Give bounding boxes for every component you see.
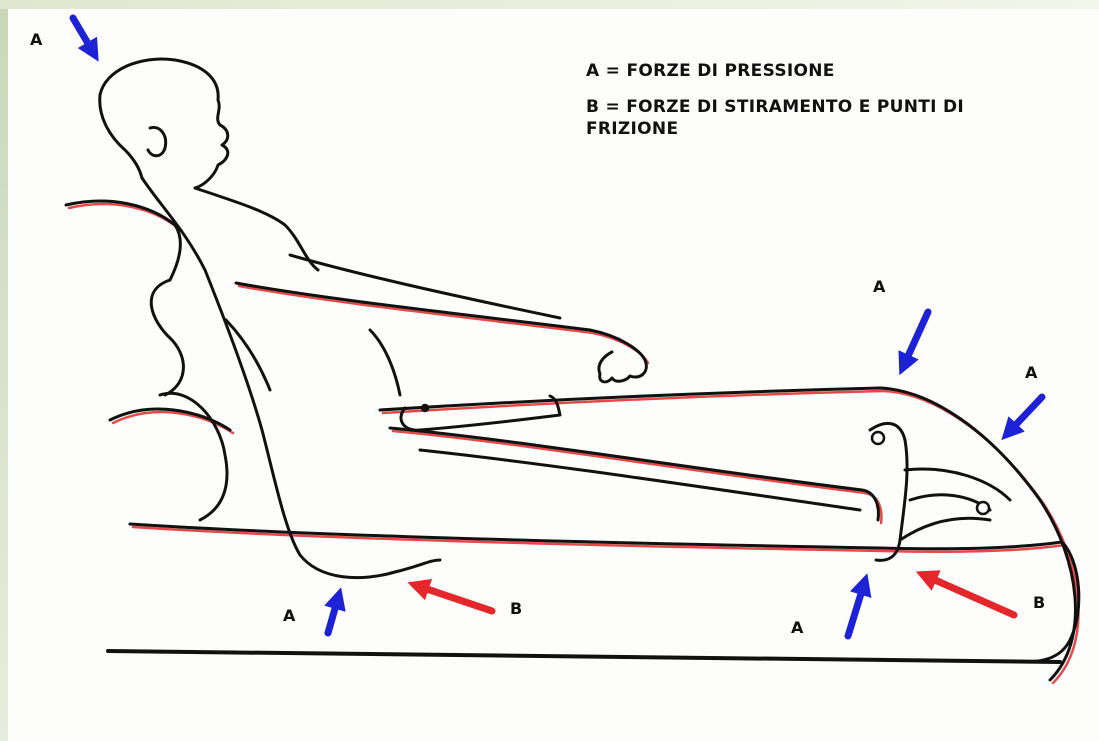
- label-b-heel: B: [1033, 593, 1045, 612]
- pressure-arrow-head: [73, 18, 93, 52]
- toe-contact-marker: [977, 502, 989, 514]
- shear-arrow-heel: [926, 576, 1014, 615]
- pressure-arrow-knee: [904, 312, 928, 365]
- label-a-knee: A: [873, 277, 885, 296]
- label-a-heel: A: [791, 618, 803, 637]
- shear-arrow-sacrum: [418, 586, 492, 611]
- legend-shear-friction: B = FORZE DI STIRAMENTO E PUNTI DI FRIZI…: [586, 96, 1036, 140]
- legend-pressure: A = FORZE DI PRESSIONE: [586, 60, 1036, 82]
- pressure-arrow-foot: [1009, 397, 1042, 432]
- outline-shadow: [69, 204, 1078, 683]
- label-a-foot: A: [1025, 363, 1037, 382]
- shear-arrows: [418, 576, 1014, 615]
- label-b-sacrum: B: [510, 599, 522, 618]
- legend: A = FORZE DI PRESSIONE B = FORZE DI STIR…: [586, 60, 1036, 140]
- heel-contact-marker: [872, 432, 884, 444]
- outline-lines: [66, 59, 1079, 680]
- pressure-arrow-sacrum: [328, 598, 338, 633]
- label-a-head: A: [30, 30, 42, 49]
- pressure-arrow-heel: [848, 584, 864, 636]
- label-a-sacrum: A: [283, 606, 295, 625]
- elbow-marker: [422, 405, 428, 411]
